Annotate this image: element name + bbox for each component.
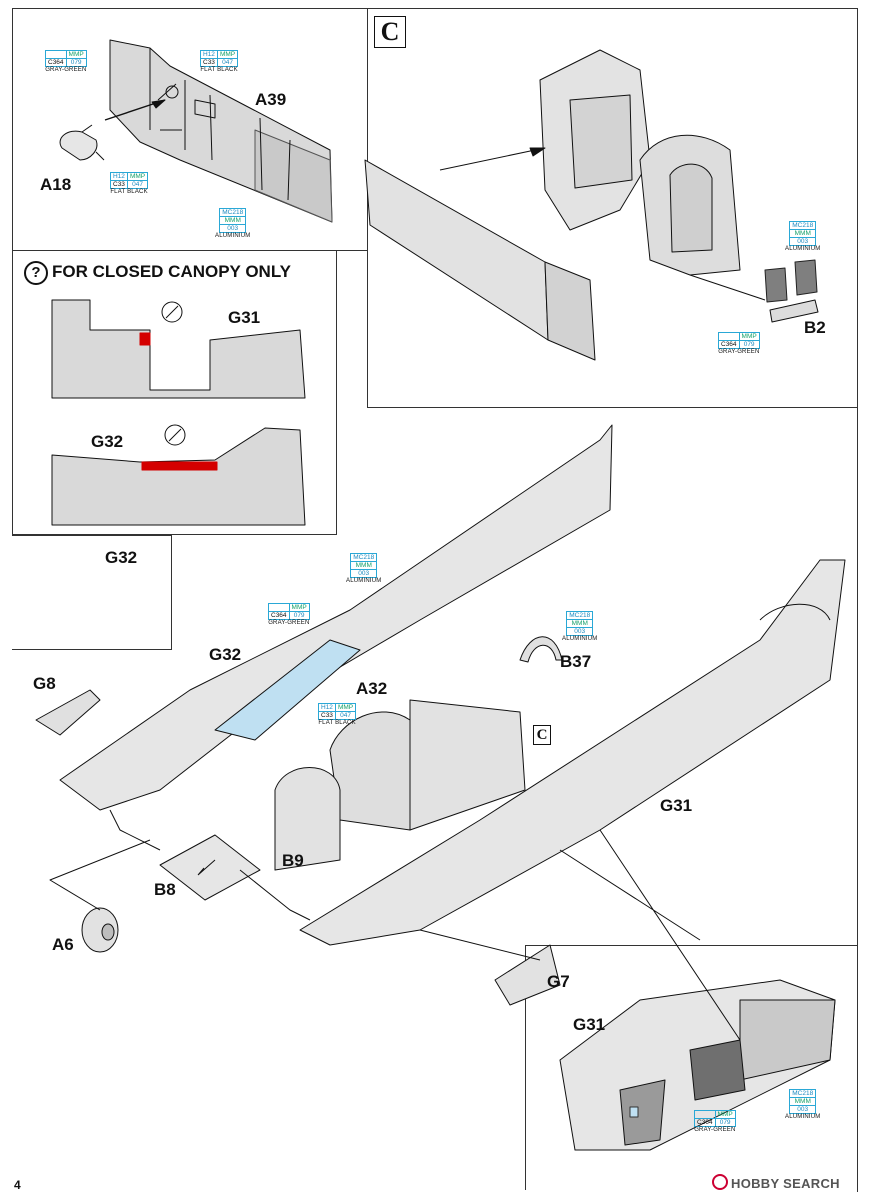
label-g31-main: G31: [660, 796, 693, 815]
step-letter: C: [380, 17, 400, 46]
panel-closed-canopy: [12, 250, 337, 535]
part-g32-blue: [214, 639, 361, 741]
label-g8: G8: [33, 674, 56, 693]
part-b2: [764, 259, 818, 303]
g31-closed-view: [51, 299, 306, 399]
label-g31-closed: G31: [228, 308, 261, 327]
label-b37: B37: [560, 652, 592, 671]
part-g7: [494, 944, 561, 1006]
step-c-ref-box: C: [533, 725, 551, 745]
label-g32-closed: G32: [91, 432, 124, 451]
closed-canopy-title: FOR CLOSED CANOPY ONLY: [52, 262, 291, 281]
label-a39: A39: [255, 90, 287, 109]
panel-g32-inset: [12, 535, 172, 650]
part-fuselage-right: [299, 559, 846, 946]
label-a6: A6: [52, 935, 74, 954]
part-cockpit-main: [329, 711, 411, 831]
panel-main-assembly: [12, 407, 858, 1192]
question-circle-icon: ?: [24, 261, 48, 285]
panel-g31-detail: [525, 945, 858, 1190]
watermark-logo-icon: [712, 1174, 728, 1190]
label-a32: A32: [356, 679, 388, 698]
label-b9: B9: [282, 851, 304, 870]
label-g31-detail: G31: [573, 1015, 606, 1034]
part-b8: [159, 834, 261, 901]
page-number: 4: [14, 1178, 21, 1192]
label-g32-inset: G32: [105, 548, 138, 567]
step-c-box: C: [374, 16, 406, 48]
label-g7: G7: [547, 972, 570, 991]
part-a18: [59, 130, 98, 161]
part-fuselage-left: [59, 424, 613, 811]
watermark: HOBBY SEARCH: [712, 1174, 840, 1191]
label-b2: B2: [804, 318, 826, 337]
label-b8: B8: [154, 880, 176, 899]
part-a6: [81, 907, 119, 953]
step-ref-letter: C: [536, 727, 548, 743]
part-left-panel: [364, 159, 549, 341]
part-b9: [274, 767, 341, 871]
watermark-text: HOBBY SEARCH: [731, 1176, 840, 1191]
label-a18: A18: [40, 175, 72, 194]
part-g8: [35, 689, 101, 736]
label-g32-main: G32: [209, 645, 242, 664]
panel-step-c: [367, 8, 858, 408]
part-b37: [519, 636, 563, 663]
